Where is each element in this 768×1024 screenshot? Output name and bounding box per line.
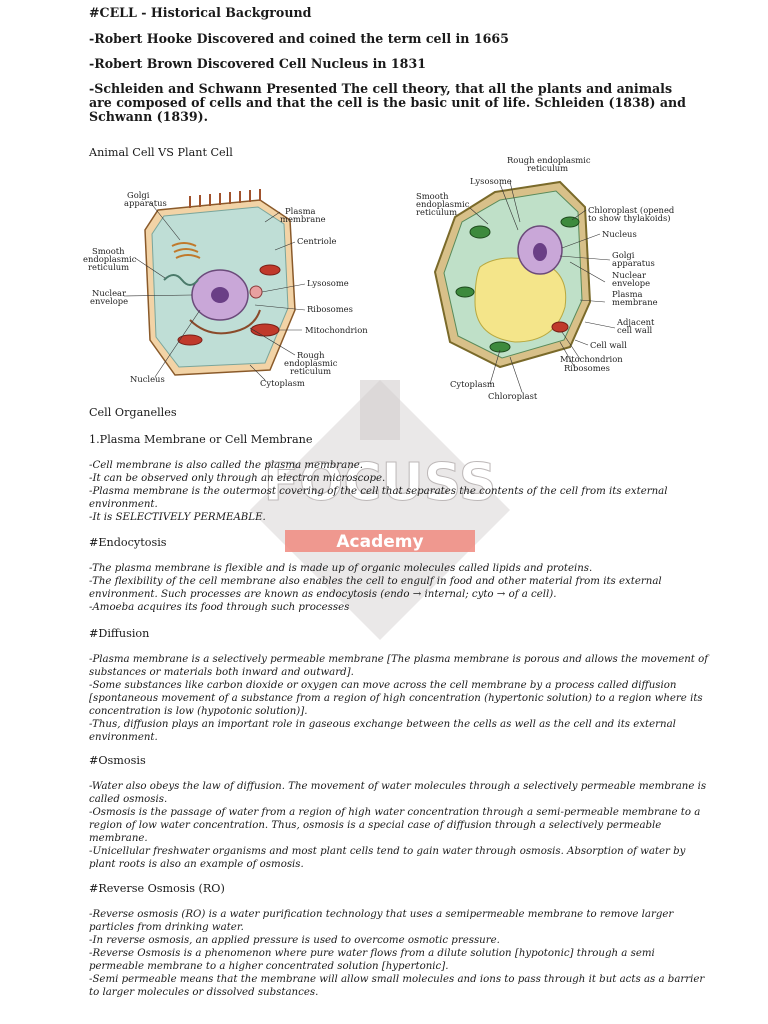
plant-label-adjacent-2: cell wall bbox=[617, 325, 653, 335]
endo-line: -The plasma membrane is flexible and is … bbox=[89, 563, 593, 574]
label-centriole: Centriole bbox=[297, 236, 337, 246]
diff-line: -Plasma membrane is a selectively permea… bbox=[89, 654, 709, 678]
endocytosis-heading: #Endocytosis bbox=[89, 536, 167, 549]
plant-label-cellwall: Cell wall bbox=[590, 340, 627, 350]
plant-label-nuclear-2: envelope bbox=[612, 278, 650, 288]
smooth-er-shape bbox=[163, 274, 199, 286]
osmo-line: -Water also obeys the law of diffusion. … bbox=[89, 781, 707, 805]
diffusion-heading: #Diffusion bbox=[89, 627, 150, 640]
plant-label-rough-2: reticulum bbox=[527, 163, 568, 173]
hooke-line: -Robert Hooke Discovered and coined the … bbox=[89, 31, 509, 46]
plant-label-nucleus: Nucleus bbox=[602, 229, 637, 239]
plant-label-rough-1: Rough endoplasmic bbox=[507, 155, 591, 165]
ro-line: -In reverse osmosis, an applied pressure… bbox=[89, 935, 500, 946]
chloroplast-shape bbox=[469, 225, 491, 239]
ro-section: -Reverse osmosis (RO) is a water purific… bbox=[89, 908, 709, 999]
plant-label-smooth-2: endoplasmic bbox=[416, 199, 470, 209]
label-smooth-1: Smooth bbox=[92, 246, 125, 256]
label-cytoplasm: Cytoplasm bbox=[260, 378, 305, 388]
lysosome-shape bbox=[249, 285, 263, 299]
ro-heading: #Reverse Osmosis (RO) bbox=[89, 882, 225, 895]
osmo-line: -Unicellular freshwater organisms and mo… bbox=[89, 846, 686, 870]
watermark-logo: FOCUSS Academy bbox=[250, 380, 510, 640]
label-ribosomes: Ribosomes bbox=[307, 304, 353, 314]
ro-line: -Reverse osmosis (RO) is a water purific… bbox=[89, 909, 674, 933]
plant-label-nuclear-1: Nuclear bbox=[612, 270, 646, 280]
label-nuclear-2: envelope bbox=[90, 296, 128, 306]
plant-label-ribosomes: Ribosomes bbox=[564, 363, 610, 373]
osmosis-section: -Water also obeys the law of diffusion. … bbox=[89, 780, 709, 871]
plasma-section: -Cell membrane is also called the plasma… bbox=[89, 459, 709, 524]
plant-label-smooth-1: Smooth bbox=[416, 191, 449, 201]
plasma-line: -It is SELECTIVELY PERMEABLE. bbox=[89, 512, 266, 523]
schleiden-line: -Schleiden and Schwann Presented The cel… bbox=[89, 81, 686, 124]
plasma-heading: 1.Plasma Membrane or Cell Membrane bbox=[89, 433, 313, 446]
diff-line: -Thus, diffusion plays an important role… bbox=[89, 719, 676, 743]
golgi-shape bbox=[171, 242, 201, 259]
label-golgi-1: Golgi bbox=[127, 190, 150, 200]
plant-label-plasma-1: Plasma bbox=[612, 289, 643, 299]
plant-label-plasma-2: membrane bbox=[612, 297, 658, 307]
diffusion-section: -Plasma membrane is a selectively permea… bbox=[89, 653, 709, 744]
osmosis-heading: #Osmosis bbox=[89, 754, 146, 767]
label-golgi-2: apparatus bbox=[124, 198, 167, 208]
diff-line: -Some substances like carbon dioxide or … bbox=[89, 680, 703, 717]
mitochondrion-shape bbox=[250, 323, 280, 337]
microvilli bbox=[189, 189, 261, 208]
plant-label-lysosome: Lysosome bbox=[470, 176, 512, 186]
plant-label-golgi-1: Golgi bbox=[612, 250, 635, 260]
plasma-line: -Plasma membrane is the outermost coveri… bbox=[89, 486, 668, 510]
plant-label-chloroplast: Chloroplast bbox=[488, 391, 538, 401]
watermark-brand: FOCUSS bbox=[264, 453, 497, 513]
label-plasma-2: membrane bbox=[280, 214, 326, 224]
plant-label-mitochondrion: Mitochondrion bbox=[560, 354, 623, 364]
brown-line: -Robert Brown Discovered Cell Nucleus in… bbox=[89, 56, 426, 71]
label-rough-3: reticulum bbox=[290, 366, 331, 376]
animal-cell-diagram: Golgi apparatus Plasma membrane Smooth e… bbox=[83, 189, 368, 388]
organelles-heading: Cell Organelles bbox=[89, 406, 177, 419]
plant-label-golgi-2: apparatus bbox=[612, 258, 655, 268]
watermark-sub: Academy bbox=[336, 532, 423, 552]
ro-line: -Reverse Osmosis is a phenomenon where p… bbox=[89, 948, 655, 972]
plant-label-smooth-3: reticulum bbox=[416, 207, 457, 217]
label-nucleus: Nucleus bbox=[130, 374, 165, 384]
page-title: #CELL - Historical Background bbox=[89, 5, 312, 20]
plant-label-cytoplasm: Cytoplasm bbox=[450, 379, 495, 389]
rough-er-shape bbox=[189, 309, 261, 335]
label-rough-2: endoplasmic bbox=[284, 358, 338, 368]
label-mitochondrion: Mitochondrion bbox=[305, 325, 368, 335]
ro-line: -Semi permeable means that the membrane … bbox=[89, 974, 705, 998]
endo-line: -Amoeba acquires its food through such p… bbox=[89, 602, 350, 613]
endocytosis-section: -The plasma membrane is flexible and is … bbox=[89, 562, 709, 614]
plant-cell-diagram: Rough endoplasmic reticulum Lysosome Smo… bbox=[416, 155, 675, 401]
plant-label-adjacent-1: Adjacent bbox=[616, 317, 655, 327]
endo-line: -The flexibility of the cell membrane al… bbox=[89, 576, 662, 600]
plasma-line: -Cell membrane is also called the plasma… bbox=[89, 460, 364, 471]
osmo-line: -Osmosis is the passage of water from a … bbox=[89, 807, 701, 844]
label-smooth-2: endoplasmic bbox=[83, 254, 137, 264]
plant-label-chloro-2: to show thylakoids) bbox=[588, 213, 671, 223]
label-lysosome: Lysosome bbox=[307, 278, 349, 288]
label-nuclear-1: Nuclear bbox=[92, 288, 126, 298]
diagram-title: Animal Cell VS Plant Cell bbox=[89, 146, 233, 159]
label-plasma-1: Plasma bbox=[285, 206, 316, 216]
label-rough-1: Rough bbox=[297, 350, 325, 360]
label-smooth-3: reticulum bbox=[88, 262, 129, 272]
plant-label-chloro-1: Chloroplast (opened bbox=[588, 205, 675, 215]
plasma-line: -It can be observed only through an elec… bbox=[89, 473, 386, 484]
